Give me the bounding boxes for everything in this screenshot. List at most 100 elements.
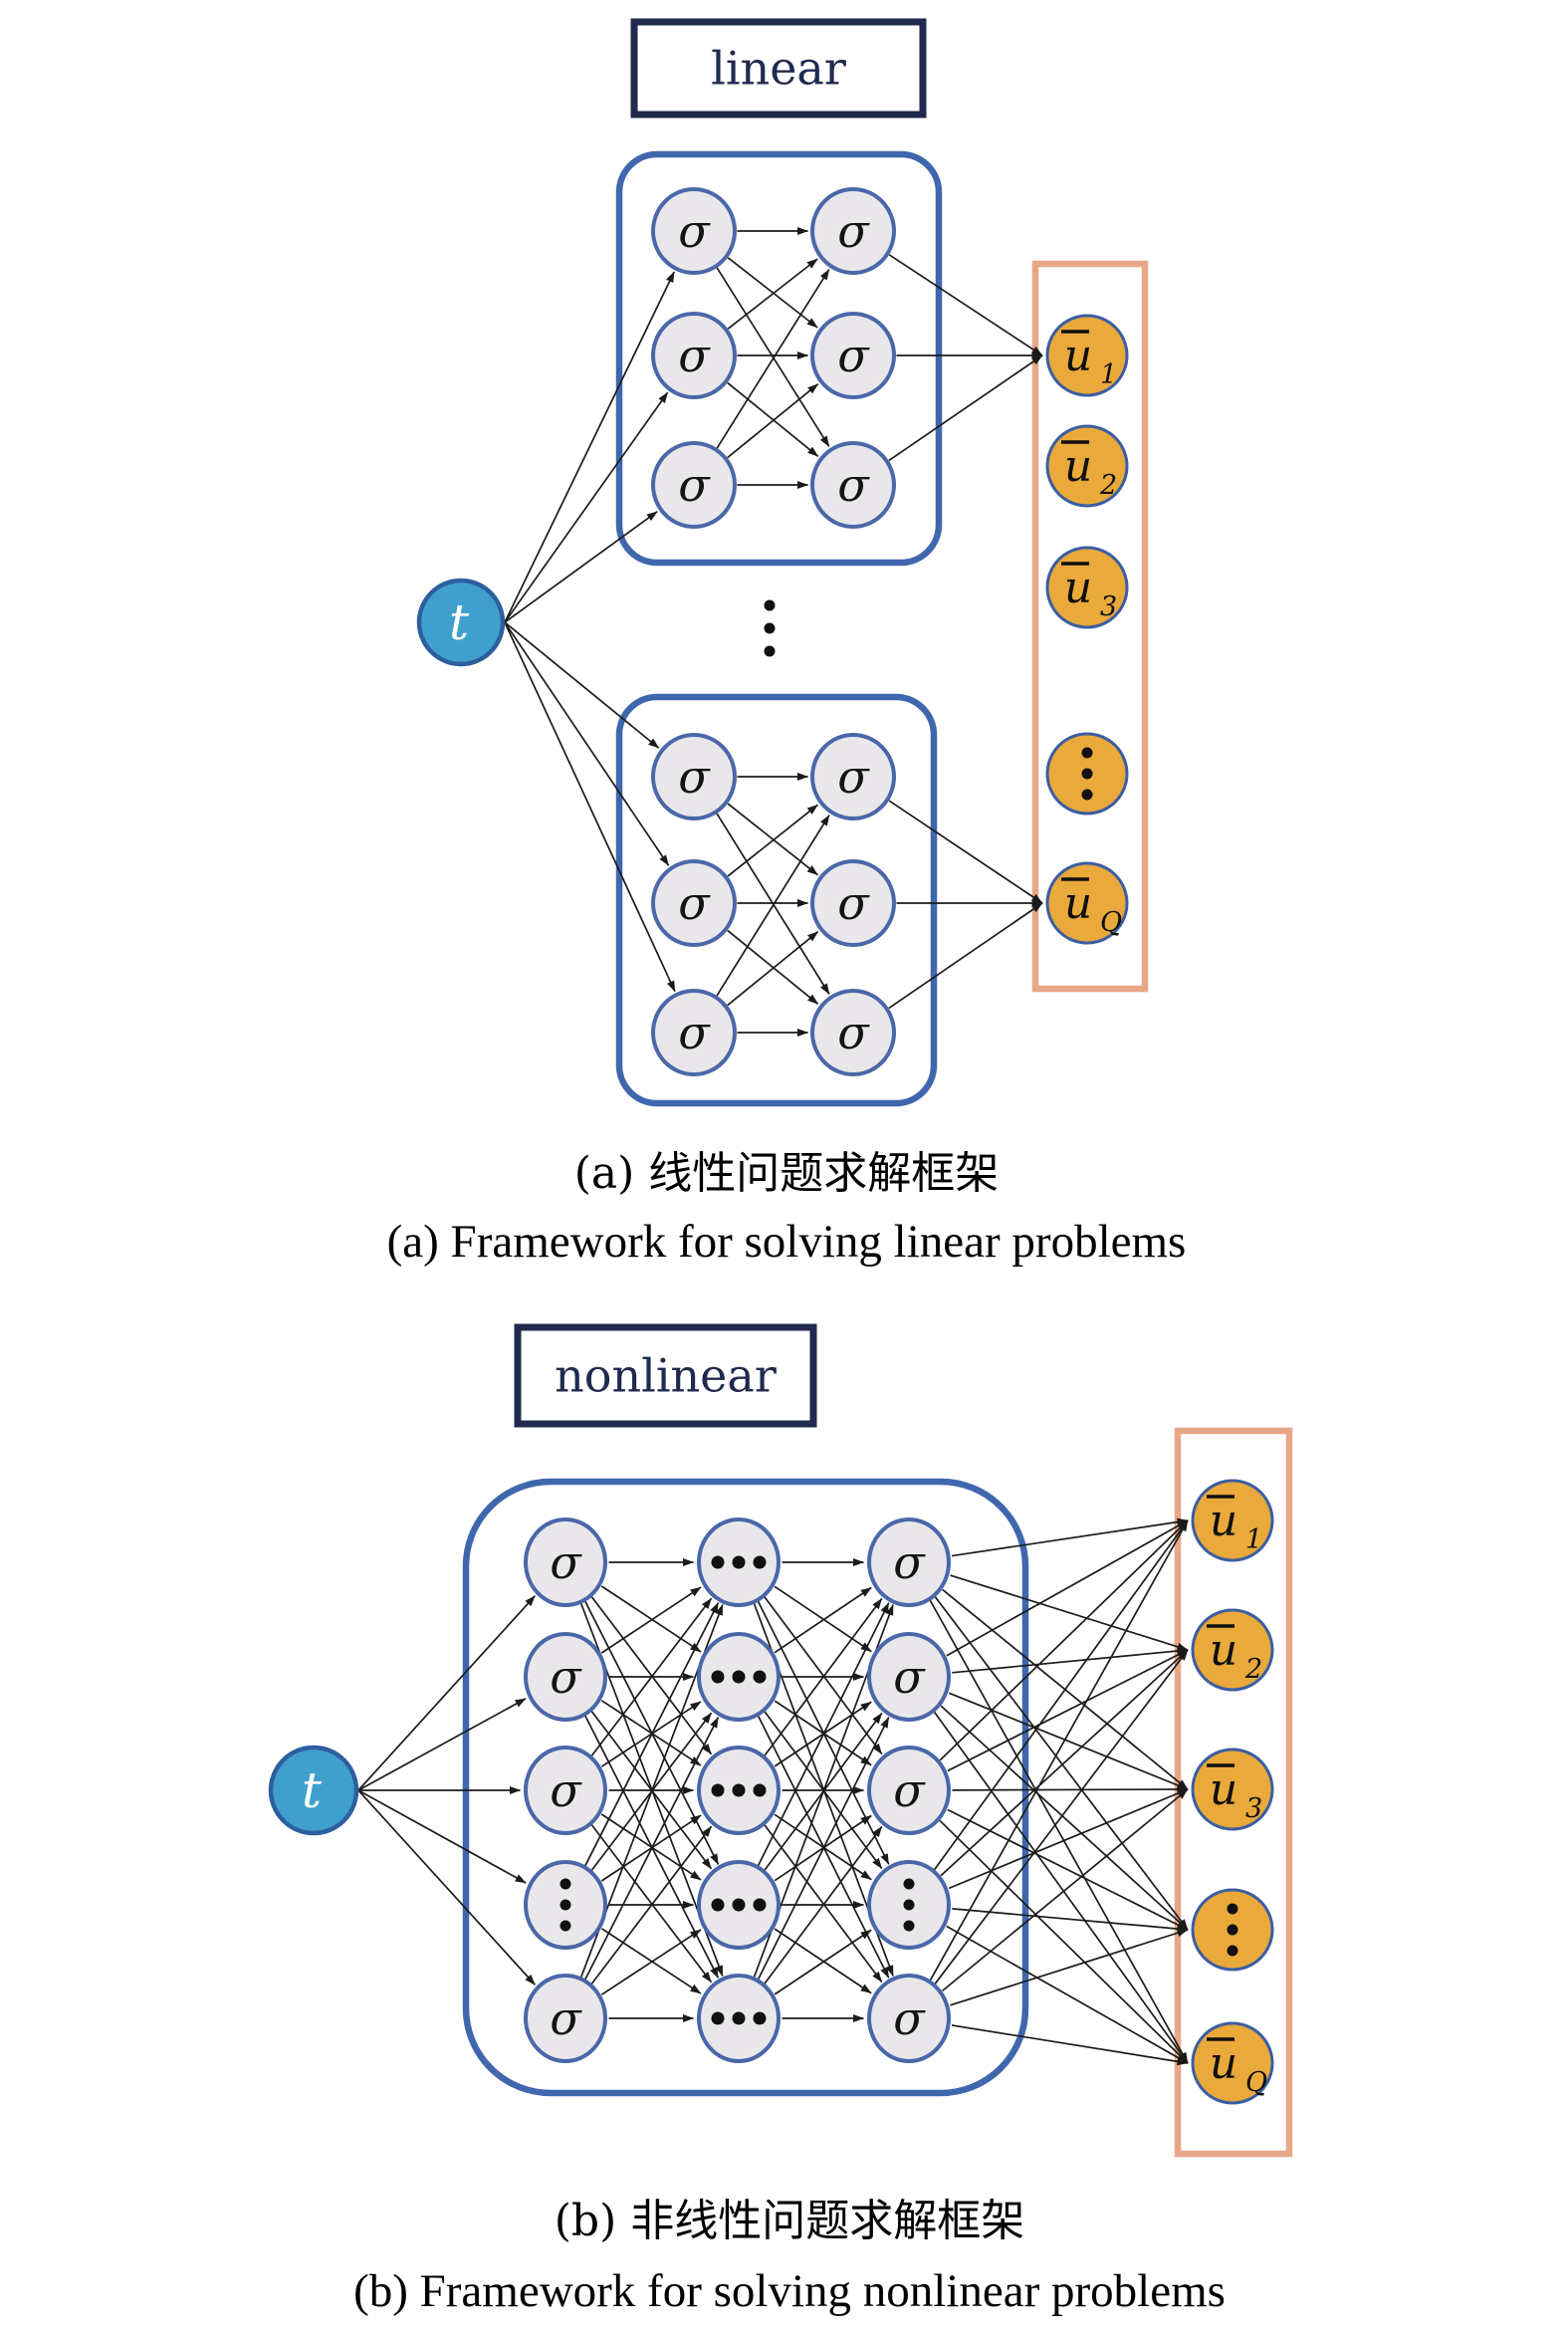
edge-arrow	[504, 511, 658, 623]
output-node-u3	[1045, 546, 1129, 629]
edge-arrow	[504, 621, 660, 749]
sigma-label: σ	[837, 204, 870, 258]
edge-arrow	[774, 1586, 872, 1654]
edge-arrow	[949, 1692, 1189, 1790]
linear-label: linear	[711, 42, 846, 96]
sigma-label: σ	[550, 1991, 582, 2045]
ellipsis-dot	[732, 1670, 746, 1684]
edge-arrow	[942, 1788, 1189, 1992]
sigma-node	[524, 1632, 607, 1722]
sigma-label: σ	[893, 1991, 926, 2045]
ellipsis-dot	[560, 1899, 571, 1911]
edge-arrow	[357, 1789, 527, 1884]
edge-arrow	[933, 1519, 1189, 1871]
edge-arrow	[727, 931, 819, 1007]
sigma-node	[651, 312, 737, 399]
edge-arrow	[774, 1928, 872, 1994]
output-subscript: 1	[1245, 1524, 1262, 1555]
sigma-label: σ	[837, 458, 870, 512]
output-subscript: 2	[1244, 1654, 1262, 1685]
sigma-node	[867, 1746, 951, 1835]
output-node-uQ	[1045, 861, 1129, 945]
edge-arrow	[934, 1649, 1189, 1984]
sigma-label: σ	[837, 1006, 870, 1059]
edge-arrow	[951, 1517, 1189, 1557]
input-node-label: t	[449, 593, 470, 651]
ellipsis-dot	[732, 1555, 746, 1569]
edge-arrow	[583, 1717, 720, 1981]
edge-arrow	[888, 902, 1043, 1010]
sigma-node	[651, 187, 737, 275]
edge-arrow	[727, 257, 818, 329]
ellipsis-dot	[753, 1670, 767, 1684]
edge-arrow	[716, 815, 830, 997]
edge-arrow	[757, 1602, 890, 1867]
ellipsis-dot	[1081, 747, 1093, 759]
edge-arrow	[774, 1700, 872, 1766]
sigma-label: σ	[678, 1006, 711, 1059]
output-node-u3	[1191, 1748, 1274, 1831]
ellipsis-dot	[560, 1878, 571, 1890]
ellipsis-dot	[711, 1670, 725, 1684]
sigma-label: σ	[893, 1535, 926, 1589]
edge-arrow	[716, 269, 830, 449]
ellipsis-dot	[753, 2011, 767, 2025]
ellipsis-dot	[1227, 1903, 1238, 1915]
ellipsis-dot	[732, 1898, 746, 1912]
edge-arrow	[933, 1711, 1189, 2064]
output-subscript: 1	[1100, 359, 1117, 390]
nonlinear-label-box	[514, 1323, 817, 1428]
output-node-u1	[1191, 1479, 1274, 1562]
sigma-node	[810, 733, 896, 820]
edge-arrow	[357, 1595, 537, 1791]
edge-arrow	[950, 1929, 1189, 2006]
sigma-node	[867, 1974, 951, 2063]
edge-arrow	[764, 1824, 883, 1983]
edge-arrow	[727, 383, 819, 459]
ellipsis-dot	[903, 1899, 915, 1911]
output-node-u2	[1045, 424, 1129, 508]
sigma-node	[810, 187, 896, 275]
edge-arrow	[600, 1585, 702, 1653]
edge-arrow	[504, 621, 670, 866]
edge-arrow	[600, 1813, 702, 1881]
ellipsis-dot	[753, 1555, 767, 1569]
ellipsis-dot	[764, 622, 776, 634]
edge-arrow	[727, 804, 818, 877]
sigma-label: σ	[837, 876, 870, 930]
sigma-label: σ	[893, 1763, 926, 1817]
sigma-label: σ	[678, 750, 711, 804]
edge-arrow	[939, 1519, 1189, 1761]
edge-arrow	[600, 1700, 702, 1766]
edge-arrow	[727, 803, 818, 876]
edge-arrow	[764, 1825, 883, 1984]
edge-arrow	[888, 800, 1043, 904]
ellipsis-dot	[764, 645, 776, 657]
edge-arrow	[504, 621, 676, 993]
sigma-label: σ	[837, 329, 870, 382]
output-label: u	[1064, 331, 1092, 381]
caption-a-zh: (a) 线性问题求解框架	[574, 1148, 1000, 1199]
ellipsis-dot	[1227, 1924, 1238, 1936]
output-label: u	[1064, 563, 1092, 613]
output-label: u	[1064, 441, 1092, 492]
output-subscript: Q	[1245, 2067, 1267, 2098]
output-node-u2	[1191, 1608, 1274, 1692]
edge-arrow	[727, 381, 819, 457]
edge-arrow	[774, 1585, 872, 1653]
edge-arrow	[357, 1789, 537, 1985]
edge-arrow	[929, 1519, 1189, 1982]
edge-arrow	[504, 271, 675, 623]
ellipsis-dot	[764, 599, 776, 611]
edge-arrow	[716, 267, 830, 447]
edge-arrow	[934, 1596, 1189, 1931]
edge-arrow	[947, 1808, 1189, 1931]
sigma-label: σ	[550, 1763, 582, 1817]
edge-arrow	[947, 1649, 1189, 1772]
edge-arrow	[590, 1597, 713, 1756]
edge-arrow	[950, 1574, 1189, 1651]
edge-arrow	[940, 1705, 1189, 1931]
sigma-label: σ	[550, 1535, 582, 1589]
